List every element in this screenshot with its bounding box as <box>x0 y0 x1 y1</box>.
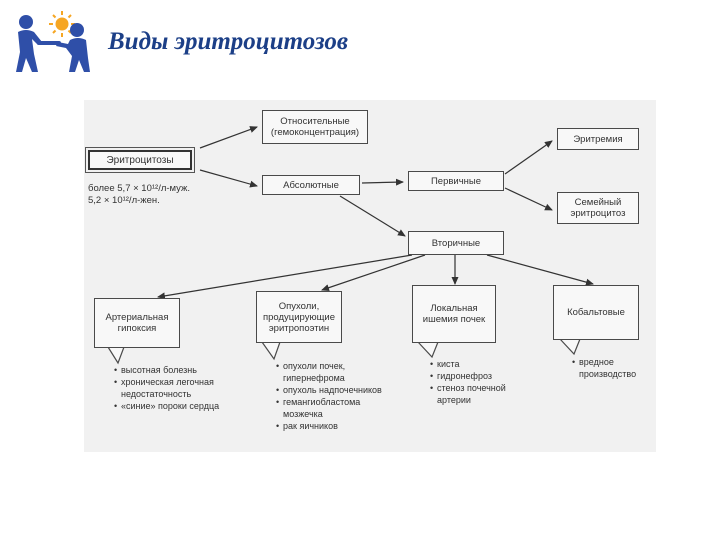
arrow-absolute-to-secondary <box>339 195 406 237</box>
relative-node: Относительные (гемоконцентрация) <box>262 110 368 144</box>
tumors-list: опухоли почек, гипернефрома опухоль надп… <box>276 360 416 432</box>
list-item: вредное производство <box>572 356 662 380</box>
list-item: хроническая легочная недостаточность <box>114 376 254 400</box>
sun-icon <box>55 17 69 31</box>
children-with-sun-logo <box>16 11 90 72</box>
list-item: опухоль надпочечников <box>276 384 416 396</box>
children-icon <box>16 15 90 72</box>
cobalt-list: вредное производство <box>572 356 662 380</box>
erythremia-node: Эритремия <box>557 128 639 150</box>
secondary-node: Вторичные <box>408 231 504 255</box>
cause-hypoxia: Артериальная гипоксия <box>94 298 180 348</box>
list-item: опухоли почек, гипернефрома <box>276 360 416 384</box>
ischemia-list: киста гидронефроз стеноз почечной артери… <box>430 358 550 406</box>
arrow-root-to-absolute <box>199 169 258 188</box>
cause-cobalt: Кобальтовые <box>553 285 639 340</box>
list-item: киста <box>430 358 550 370</box>
primary-node: Первичные <box>408 171 504 191</box>
callout-tail-cobalt <box>559 338 581 356</box>
arrow-primary-to-erythremia <box>504 140 553 175</box>
arrow-secondary-to-cobalt <box>486 254 594 286</box>
list-item: стеноз почечной артерии <box>430 382 550 406</box>
arrow-root-to-relative <box>199 126 258 149</box>
cause-ischemia: Локальная ишемия почек <box>412 285 496 343</box>
list-item: высотная болезнь <box>114 364 254 376</box>
arrow-secondary-to-tumors <box>321 254 426 292</box>
callout-tail-hypoxia <box>107 346 125 365</box>
root-node: Эритроцитозы <box>85 147 195 173</box>
cause-tumors: Опухоли, продуцирующие эритропоэтин <box>256 291 342 343</box>
arrow-secondary-to-hypoxia <box>157 254 413 300</box>
list-item: «синие» пороки сердца <box>114 400 254 412</box>
absolute-node: Абсолютные <box>262 175 360 195</box>
callout-tail-ischemia <box>417 341 439 359</box>
hypoxia-list: высотная болезнь хроническая легочная не… <box>114 364 254 412</box>
list-item: гемангиобластома мозжечка <box>276 396 416 420</box>
list-item: гидронефроз <box>430 370 550 382</box>
arrow-absolute-to-primary <box>361 178 404 186</box>
callout-tail-tumors <box>261 341 281 361</box>
familial-node: Семейный эритроцитоз <box>557 192 639 224</box>
root-criteria: более 5,7 × 10¹²/л-муж. 5,2 × 10¹²/л-жен… <box>88 183 191 206</box>
list-item: рак яичников <box>276 420 416 432</box>
arrow-primary-to-familial <box>504 187 553 211</box>
slide-title: Виды эритроцитозов <box>108 28 348 55</box>
